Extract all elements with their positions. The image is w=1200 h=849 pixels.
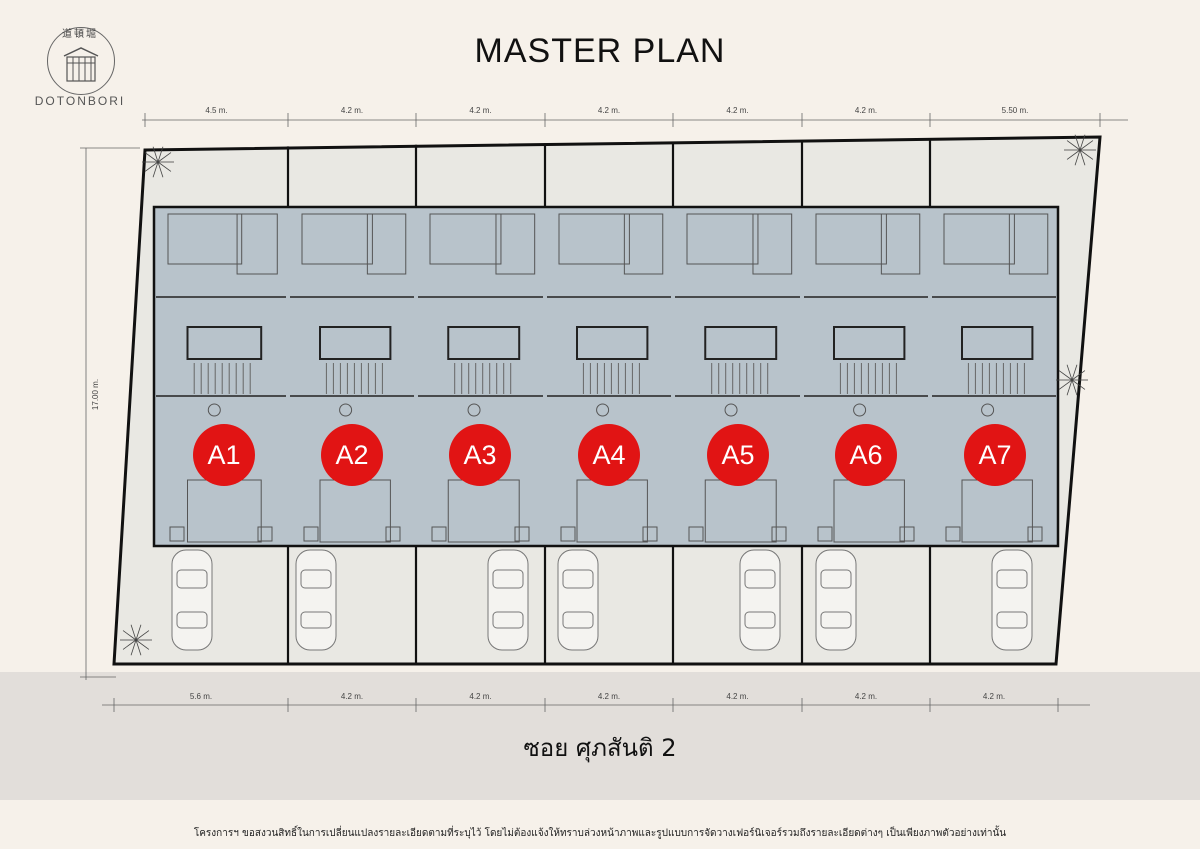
logo-kanji: 道頓堀 bbox=[62, 29, 98, 40]
logo: 道頓堀 DOTONBORI bbox=[30, 22, 130, 112]
plant-icon bbox=[1056, 364, 1088, 396]
car-icon bbox=[171, 549, 213, 651]
bottom-dimension-label: 4.2 m. bbox=[340, 692, 364, 701]
top-dimension-label: 4.2 m. bbox=[469, 106, 492, 115]
logo-circle bbox=[47, 27, 115, 95]
plant-icon bbox=[142, 146, 174, 178]
house-icon bbox=[63, 47, 99, 82]
car-icon bbox=[557, 549, 599, 651]
car-icon bbox=[739, 549, 781, 651]
disclaimer: โครงการฯ ขอสงวนสิทธิ์ในการเปลี่ยนแปลงราย… bbox=[193, 828, 1007, 839]
bottom-dimension-label: 4.2 m. bbox=[597, 692, 621, 701]
plant-icon bbox=[120, 624, 152, 656]
unit-floorplan bbox=[418, 213, 543, 543]
unit-badge-a2[interactable]: A2 bbox=[321, 424, 383, 486]
page-title: MASTER PLAN bbox=[474, 32, 726, 70]
top-dimension-label: 4.2 m. bbox=[726, 106, 749, 115]
car-icon bbox=[815, 549, 857, 651]
bottom-dimension-label: 4.2 m. bbox=[854, 692, 878, 701]
bottom-dimension-label: 5.6 m. bbox=[189, 692, 213, 701]
unit-badge-a7[interactable]: A7 bbox=[964, 424, 1026, 486]
top-dimension-label: 4.5 m. bbox=[205, 106, 228, 115]
top-dimension-label: 5.50 m. bbox=[1001, 106, 1029, 115]
bottom-dimension-label: 4.2 m. bbox=[982, 692, 1006, 701]
bottom-dimension-label: 4.2 m. bbox=[726, 692, 749, 701]
unit-floorplan bbox=[290, 213, 414, 543]
top-dimension-label: 4.2 m. bbox=[854, 106, 878, 115]
unit-badge-a6[interactable]: A6 bbox=[835, 424, 897, 486]
car-icon bbox=[487, 549, 529, 651]
car-icon bbox=[991, 549, 1033, 651]
bottom-dimension-label: 4.2 m. bbox=[469, 692, 492, 701]
unit-floorplan bbox=[156, 213, 286, 543]
street-band bbox=[0, 672, 1200, 800]
unit-badge-a3[interactable]: A3 bbox=[449, 424, 511, 486]
unit-badge-a1[interactable]: A1 bbox=[193, 424, 255, 486]
top-dimension-label: 4.2 m. bbox=[597, 106, 621, 115]
unit-floorplan bbox=[547, 213, 671, 543]
side-dimension: 17.00 m. bbox=[91, 378, 101, 411]
unit-badge-a4[interactable]: A4 bbox=[578, 424, 640, 486]
unit-badge-a5[interactable]: A5 bbox=[707, 424, 769, 486]
logo-brand: DOTONBORI bbox=[34, 94, 126, 108]
top-dimension-label: 4.2 m. bbox=[340, 106, 364, 115]
unit-floorplan bbox=[932, 213, 1056, 543]
street-name: ซอย ศุภสันติ 2 bbox=[523, 734, 677, 762]
car-icon bbox=[295, 549, 337, 651]
plant-icon bbox=[1064, 134, 1096, 166]
